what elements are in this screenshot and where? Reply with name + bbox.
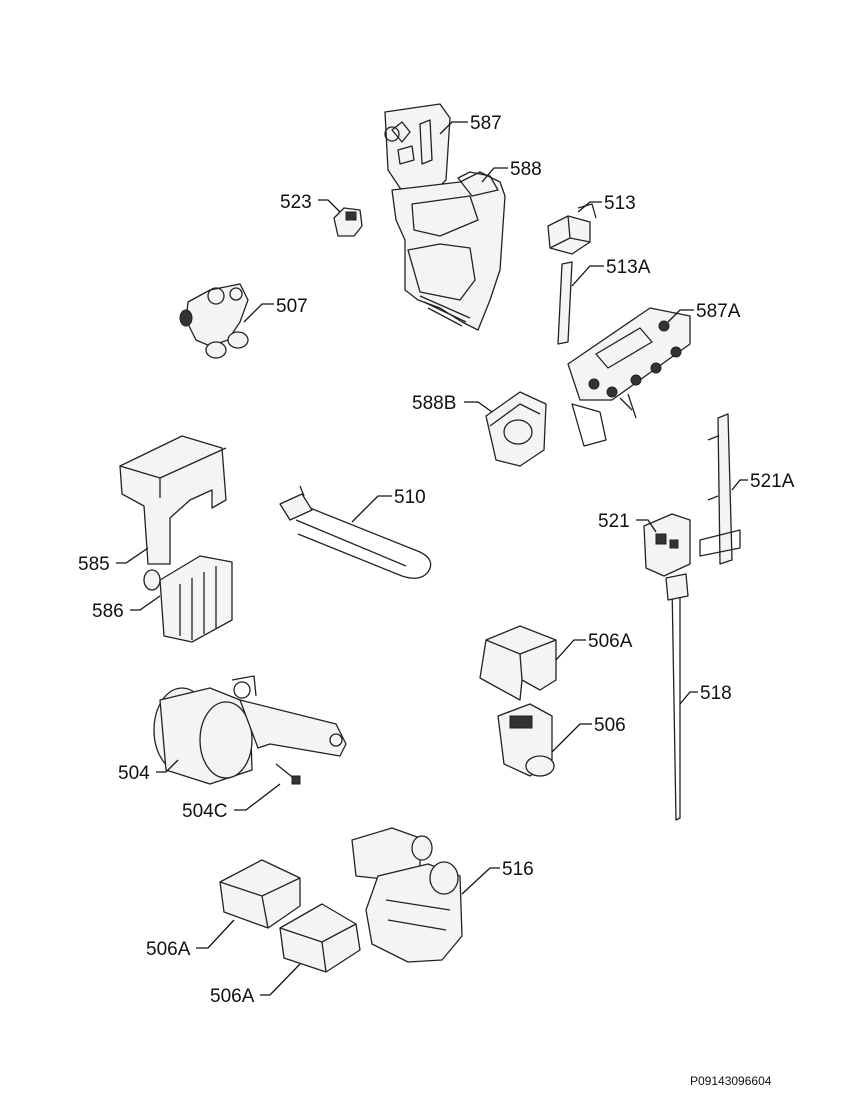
part-507-valve <box>179 283 249 359</box>
label-588: 588 <box>510 159 542 180</box>
part-513a-rod <box>557 261 573 345</box>
leader-588 <box>481 167 508 183</box>
part-506a-cover-mid <box>219 859 301 929</box>
leader-521a <box>731 479 748 491</box>
part-585-cover <box>119 435 227 565</box>
leader-513 <box>577 201 602 213</box>
part-518-cable <box>665 573 689 821</box>
part-516-pump-assembly <box>351 827 463 963</box>
leader-510 <box>351 495 392 523</box>
label-513a: 513A <box>606 257 651 278</box>
part-504-motor <box>153 675 347 785</box>
label-587a: 587A <box>696 301 741 322</box>
leader-587 <box>439 121 468 135</box>
label-516: 516 <box>502 859 534 880</box>
label-513: 513 <box>604 193 636 214</box>
label-504c: 504C <box>182 801 227 822</box>
leader-506a-mid <box>196 919 235 949</box>
part-521-door-lock <box>643 513 691 577</box>
leader-506a-top <box>555 639 586 661</box>
part-513-block <box>547 203 597 255</box>
label-587: 587 <box>470 113 502 134</box>
part-510-heating-element <box>279 485 432 579</box>
leader-504 <box>156 759 179 773</box>
label-586: 586 <box>92 601 124 622</box>
callout-labels: 587 588 523 513 513A 507 587A 588B 510 5… <box>78 113 795 1007</box>
leader-507 <box>243 303 274 323</box>
part-586-heatsink <box>143 555 233 643</box>
label-588b: 588B <box>412 393 456 414</box>
part-506-drain-pump <box>497 703 555 777</box>
label-510: 510 <box>394 487 426 508</box>
leader-504c <box>234 783 281 811</box>
part-504c-bolt <box>275 763 301 785</box>
label-506a-bot: 506A <box>210 986 255 1007</box>
part-521a-rail <box>699 413 741 565</box>
leader-516 <box>461 867 500 895</box>
part-506a-cover-top <box>479 625 557 701</box>
leader-521 <box>636 519 657 533</box>
label-521a: 521A <box>750 471 795 492</box>
part-523-clip <box>333 207 363 237</box>
part-588b-pressure-switch <box>485 391 547 467</box>
leader-523 <box>318 199 341 213</box>
part-506a-cover-bottom <box>279 903 361 973</box>
label-521: 521 <box>598 511 630 532</box>
leader-585 <box>116 547 149 564</box>
leader-lines <box>116 121 748 996</box>
label-585: 585 <box>78 554 110 575</box>
label-507: 507 <box>276 296 308 317</box>
leader-513a <box>571 265 604 287</box>
label-506: 506 <box>594 715 626 736</box>
leader-506a-bot <box>260 963 301 996</box>
label-506a-top: 506A <box>588 631 633 652</box>
leader-506 <box>551 723 592 753</box>
part-587-control-board <box>384 103 451 197</box>
leader-518 <box>679 691 698 705</box>
label-518: 518 <box>700 683 732 704</box>
part-588-electronic-module <box>391 171 506 331</box>
label-504: 504 <box>118 763 150 784</box>
leader-586 <box>130 595 161 611</box>
label-506a-mid: 506A <box>146 939 191 960</box>
leader-587a <box>667 309 694 323</box>
document-reference-number: P09143096604 <box>690 1074 772 1088</box>
leader-588b <box>464 401 493 413</box>
label-523: 523 <box>280 192 312 213</box>
part-587a-ui-board <box>567 307 691 447</box>
